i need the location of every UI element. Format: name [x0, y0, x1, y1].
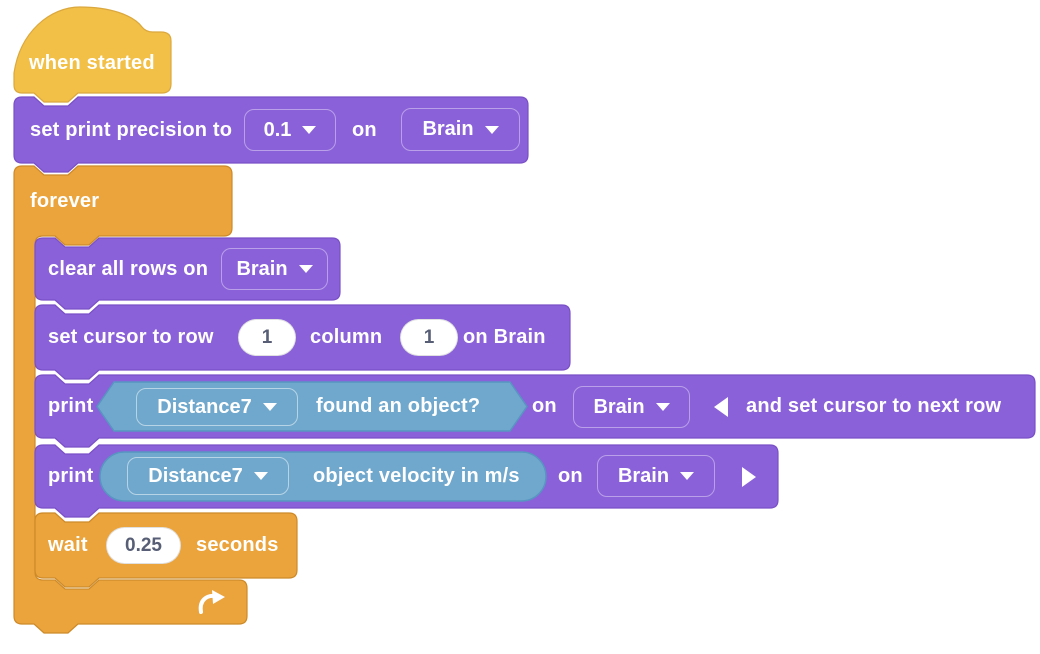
- sensor-dropdown[interactable]: Distance7: [136, 388, 298, 426]
- sensor-value: Distance7: [148, 464, 243, 487]
- device-value: Brain: [593, 395, 645, 418]
- set-print-precision-block[interactable]: [13, 96, 529, 173]
- velocity-reporter[interactable]: [99, 451, 547, 502]
- print-device-dropdown[interactable]: Brain: [573, 386, 690, 428]
- set-print-precision-label: set print precision to: [30, 119, 233, 142]
- when-started-label: when started: [29, 52, 155, 75]
- set-cursor-label: set cursor to row: [48, 326, 214, 349]
- device-value: Brain: [617, 464, 670, 487]
- forever-block[interactable]: [13, 165, 248, 634]
- expand-toggle-icon[interactable]: [742, 467, 756, 487]
- device-value: Brain: [422, 118, 474, 140]
- clear-device-dropdown[interactable]: Brain: [221, 248, 328, 290]
- dropdown-arrow-icon: [262, 403, 277, 411]
- set-cursor-next-row-label: and set cursor to next row: [746, 395, 1002, 418]
- column-input[interactable]: 1: [400, 319, 458, 356]
- dropdown-arrow-icon: [302, 126, 317, 134]
- seconds-label: seconds: [196, 534, 279, 557]
- when-started-hat-block[interactable]: [13, 6, 172, 103]
- on-label: on: [558, 465, 583, 488]
- precision-device-dropdown[interactable]: Brain: [401, 108, 520, 151]
- collapse-toggle-icon[interactable]: [714, 397, 728, 417]
- precision-dropdown[interactable]: 0.1: [244, 109, 336, 151]
- sensor-value: Distance7: [157, 395, 252, 418]
- column-label: column: [310, 326, 383, 349]
- clear-all-rows-block[interactable]: [34, 237, 341, 310]
- dropdown-arrow-icon: [680, 472, 695, 480]
- device-value: Brain: [236, 257, 288, 280]
- row-input[interactable]: 1: [238, 319, 296, 356]
- found-object-boolean[interactable]: [96, 381, 528, 432]
- on-label: on: [532, 395, 557, 418]
- sensor-dropdown[interactable]: Distance7: [127, 457, 289, 495]
- loop-arrow-icon: [198, 590, 225, 614]
- found-object-label: found an object?: [316, 395, 481, 418]
- dropdown-arrow-icon: [298, 265, 313, 273]
- wait-label: wait: [48, 534, 88, 557]
- print-label: print: [48, 465, 94, 488]
- wait-seconds-input[interactable]: 0.25: [106, 527, 181, 564]
- precision-value: 0.1: [263, 118, 292, 141]
- dropdown-arrow-icon: [655, 403, 670, 411]
- forever-label: forever: [30, 190, 100, 213]
- print-device-dropdown[interactable]: Brain: [597, 455, 715, 497]
- on-label: on: [352, 119, 377, 142]
- dropdown-arrow-icon: [484, 125, 499, 134]
- print-label: print: [48, 395, 94, 418]
- on-brain-label: on Brain: [463, 326, 546, 349]
- dropdown-arrow-icon: [253, 472, 268, 480]
- clear-all-rows-label: clear all rows on: [48, 258, 209, 281]
- object-velocity-label: object velocity in m/s: [313, 465, 520, 488]
